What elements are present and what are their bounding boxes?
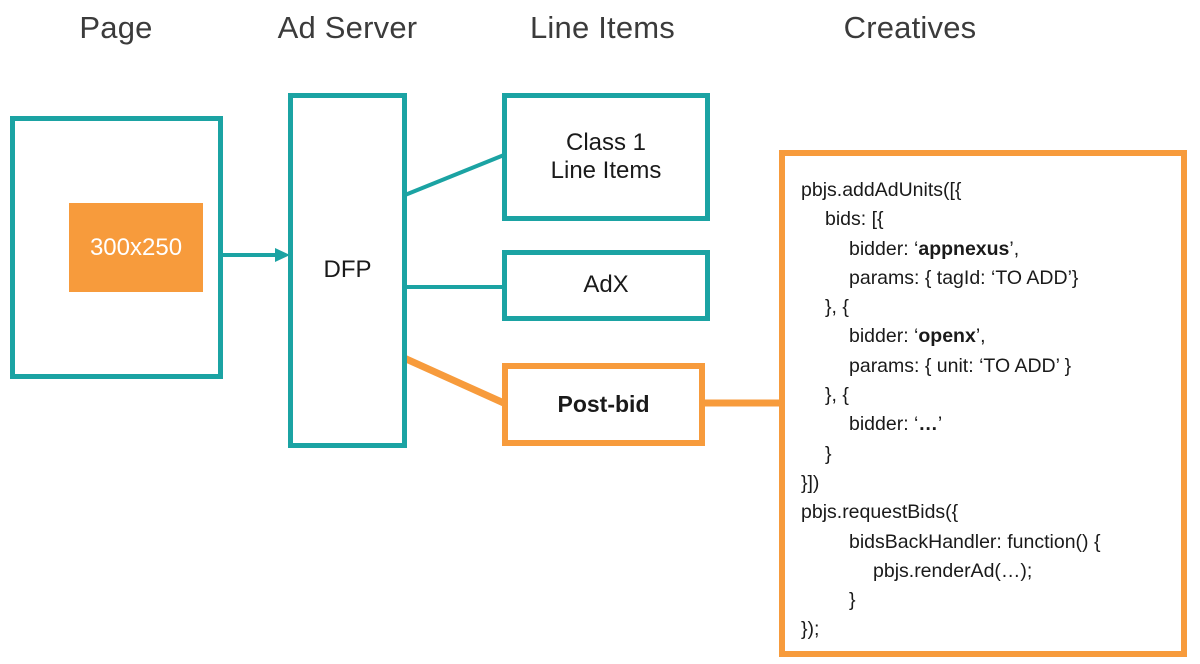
code-line: pbjs.renderAd(…); bbox=[801, 557, 1179, 586]
code-token-bold: … bbox=[918, 413, 938, 436]
creatives-code-listing: pbjs.addAdUnits([{bids: [{bidder: ‘appne… bbox=[801, 176, 1179, 645]
column-heading-line-items: Line Items bbox=[529, 10, 675, 45]
ad-slot-label: 300x250 bbox=[89, 233, 183, 261]
code-line: }, { bbox=[801, 293, 1179, 322]
code-token: } bbox=[825, 442, 832, 465]
connector-dfp-to-post-bid bbox=[402, 354, 508, 408]
line-item-box-class-1: Class 1 Line Items bbox=[502, 93, 710, 221]
code-token-bold: openx bbox=[918, 325, 976, 348]
code-token: bidsBackHandler: function() { bbox=[849, 530, 1101, 553]
column-heading-page: Page bbox=[79, 10, 153, 45]
code-token: params: { unit: ‘TO ADD’ } bbox=[849, 354, 1072, 377]
class-1-line-1: Class 1 bbox=[565, 128, 647, 156]
code-token: params: { tagId: ‘TO ADD’} bbox=[849, 266, 1079, 289]
code-token: pbjs.requestBids({ bbox=[801, 501, 959, 524]
code-token: bidder: ‘ bbox=[849, 325, 919, 348]
code-token: pbjs.renderAd(…); bbox=[873, 559, 1033, 582]
code-line: bidder: ‘appnexus’, bbox=[801, 235, 1179, 264]
code-line: bidder: ‘openx’, bbox=[801, 322, 1179, 351]
code-line: bidsBackHandler: function() { bbox=[801, 528, 1179, 557]
code-line: }); bbox=[801, 615, 1179, 644]
connector-dfp-to-class-1 bbox=[404, 153, 505, 197]
creatives-code-box bbox=[779, 150, 1187, 657]
column-heading-creatives: Creatives bbox=[843, 10, 977, 45]
code-line: params: { tagId: ‘TO ADD’} bbox=[801, 264, 1179, 293]
column-heading-ad-server: Ad Server bbox=[277, 10, 418, 45]
class-1-line-2: Line Items bbox=[550, 157, 662, 184]
code-line: } bbox=[801, 586, 1179, 615]
code-token: ’, bbox=[1009, 237, 1020, 260]
code-token: }, { bbox=[825, 384, 849, 407]
ad-server-box-dfp: DFP bbox=[288, 93, 407, 448]
code-token: bids: [{ bbox=[825, 208, 884, 231]
code-token: }); bbox=[801, 618, 820, 641]
code-line: bids: [{ bbox=[801, 205, 1179, 234]
code-token: bidder: ‘ bbox=[849, 237, 919, 260]
line-item-box-post-bid-label: Post-bid bbox=[557, 390, 650, 417]
code-token: } bbox=[849, 589, 856, 612]
line-item-box-adx: AdX bbox=[502, 250, 710, 321]
code-token: }, { bbox=[825, 296, 849, 319]
code-line: pbjs.requestBids({ bbox=[801, 498, 1179, 527]
code-line: }, { bbox=[801, 381, 1179, 410]
code-line: bidder: ‘…’ bbox=[801, 410, 1179, 439]
line-item-box-class-1-label: Class 1 Line Items bbox=[551, 129, 662, 186]
code-token: bidder: ‘ bbox=[849, 413, 919, 436]
code-token: pbjs.addAdUnits([{ bbox=[801, 179, 962, 201]
code-line: params: { unit: ‘TO ADD’ } bbox=[801, 352, 1179, 381]
code-token: }]) bbox=[801, 471, 820, 494]
code-line: }]) bbox=[801, 469, 1179, 498]
code-token: ’ bbox=[937, 413, 943, 436]
line-item-box-adx-label: AdX bbox=[583, 271, 629, 299]
ad-server-box-label: DFP bbox=[323, 256, 372, 284]
code-token: ’, bbox=[975, 325, 986, 348]
code-line: } bbox=[801, 440, 1179, 469]
line-item-box-post-bid: Post-bid bbox=[502, 363, 705, 446]
code-token-bold: appnexus bbox=[918, 237, 1010, 260]
ad-slot-300x250[interactable]: 300x250 bbox=[69, 203, 203, 292]
code-line: pbjs.addAdUnits([{ bbox=[801, 176, 1179, 205]
